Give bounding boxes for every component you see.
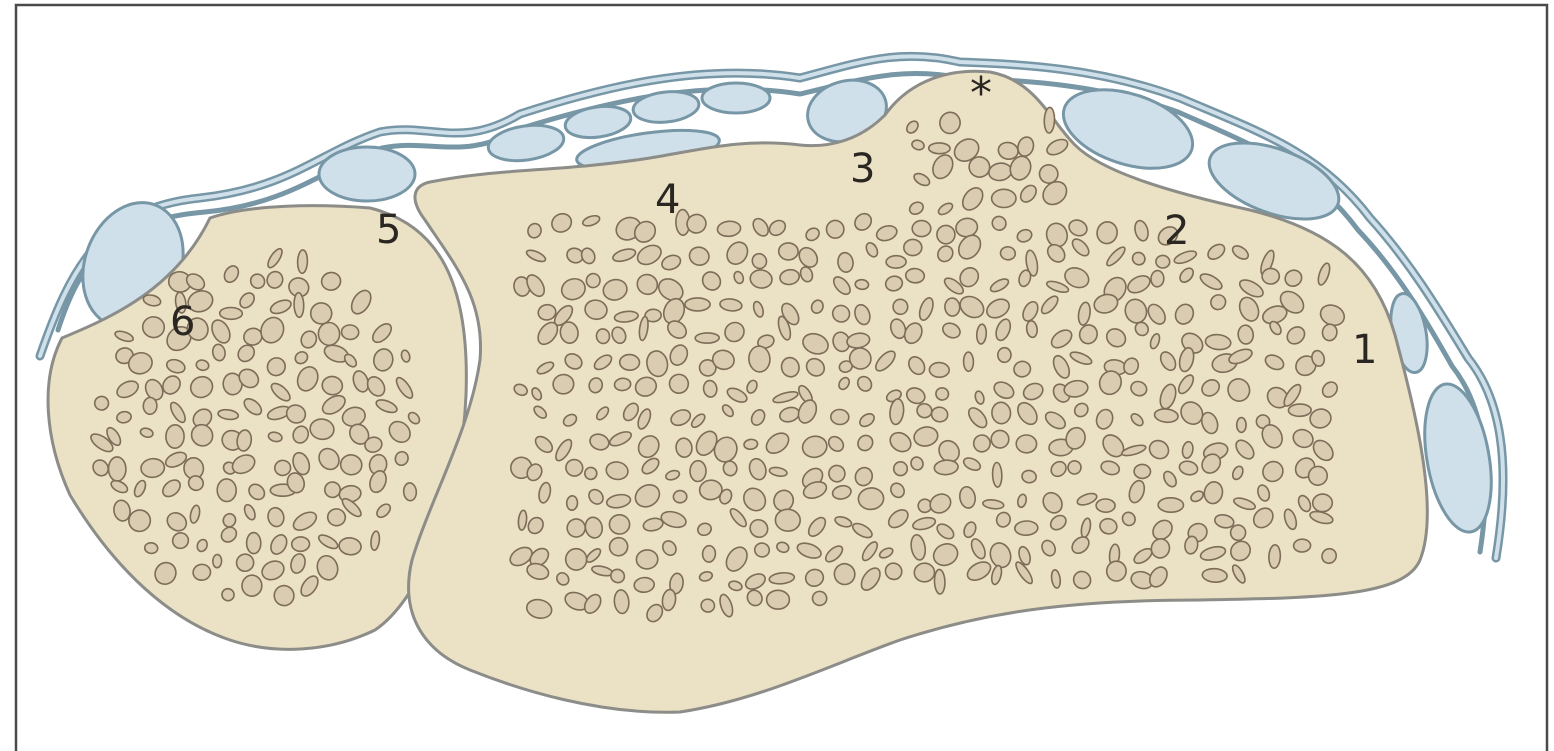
trabecular-cell xyxy=(94,396,108,410)
trabecular-cell xyxy=(1230,525,1246,541)
trabecular-cell xyxy=(778,243,798,261)
trabecular-cell xyxy=(944,298,960,317)
label-1: 1 xyxy=(1352,327,1377,373)
trabecular-cell xyxy=(767,590,790,609)
tendon-section xyxy=(319,147,415,201)
trabecular-cell xyxy=(341,325,359,340)
trabecular-cell xyxy=(318,322,341,346)
trabecular-cell xyxy=(213,554,222,567)
label-6: 6 xyxy=(170,299,195,345)
label-star: * xyxy=(970,68,992,119)
trabecular-cell xyxy=(1312,494,1332,512)
trabecular-cell xyxy=(1044,107,1055,133)
tendon-section xyxy=(702,83,770,113)
trabecular-cell xyxy=(291,536,310,551)
trabecular-cell xyxy=(636,549,658,569)
trabecular-cell xyxy=(310,302,332,324)
trabecular-cell xyxy=(1015,521,1038,536)
trabecular-cell xyxy=(108,457,126,482)
trabecular-cell xyxy=(976,324,987,344)
trabecular-cell xyxy=(566,496,578,511)
trabecular-cell xyxy=(905,268,925,284)
trabecular-cell xyxy=(297,250,308,274)
trabecular-cell xyxy=(830,409,849,425)
trabecular-cell xyxy=(929,362,949,377)
trabecular-cell xyxy=(855,279,869,290)
trabecular-cell xyxy=(403,482,417,501)
trabecular-cell xyxy=(552,374,574,395)
trabecular-cell xyxy=(1268,545,1281,569)
trabecular-cell xyxy=(609,514,630,534)
trabecular-cell xyxy=(1288,404,1311,417)
trabecular-cell xyxy=(1156,255,1170,268)
trabecular-cell xyxy=(992,462,1002,487)
trabecular-cell xyxy=(1151,270,1165,287)
label-4: 4 xyxy=(655,177,680,223)
trabecular-cell xyxy=(143,397,157,414)
trabecular-cell xyxy=(827,220,844,238)
trabecular-cell xyxy=(934,569,945,594)
label-5: 5 xyxy=(376,207,401,253)
trabecular-cell xyxy=(893,462,907,476)
trabecular-cell xyxy=(217,479,237,502)
trabecular-cell xyxy=(690,461,706,482)
trabecular-cell xyxy=(702,545,716,562)
trabecular-cell xyxy=(929,143,951,154)
trabecular-cell xyxy=(1262,268,1280,284)
trabecular-cell xyxy=(998,348,1011,363)
trabecular-cell xyxy=(1293,539,1310,552)
trabecular-cell xyxy=(1096,499,1115,513)
trabecular-cell xyxy=(1016,434,1037,453)
trabecular-cell xyxy=(963,352,973,371)
trabecular-cell xyxy=(220,307,243,319)
label-3: 3 xyxy=(850,146,875,192)
trabecular-cell xyxy=(912,221,931,237)
trabecular-cell xyxy=(992,189,1016,207)
label-2: 2 xyxy=(1164,208,1189,254)
trabecular-cell xyxy=(744,439,759,450)
trabecular-cell xyxy=(695,333,719,344)
trabecular-cell xyxy=(619,354,639,370)
trabecular-cell xyxy=(1237,418,1246,433)
trabecular-cell xyxy=(294,293,304,318)
trabecular-cell xyxy=(1158,498,1184,513)
trabecular-cell xyxy=(892,298,908,315)
trabecular-cell xyxy=(246,532,261,553)
trabecular-cell xyxy=(242,575,263,597)
trabecular-cell xyxy=(904,239,922,255)
trabecular-cell xyxy=(673,490,687,503)
trabecular-cell xyxy=(685,298,710,311)
trabecular-cell xyxy=(144,542,158,554)
trabecular-cell xyxy=(937,225,955,244)
trabecular-cell xyxy=(886,256,906,269)
trabecular-cell xyxy=(1134,464,1151,479)
trabecular-cell xyxy=(166,425,185,449)
trabecular-cell xyxy=(775,509,801,532)
